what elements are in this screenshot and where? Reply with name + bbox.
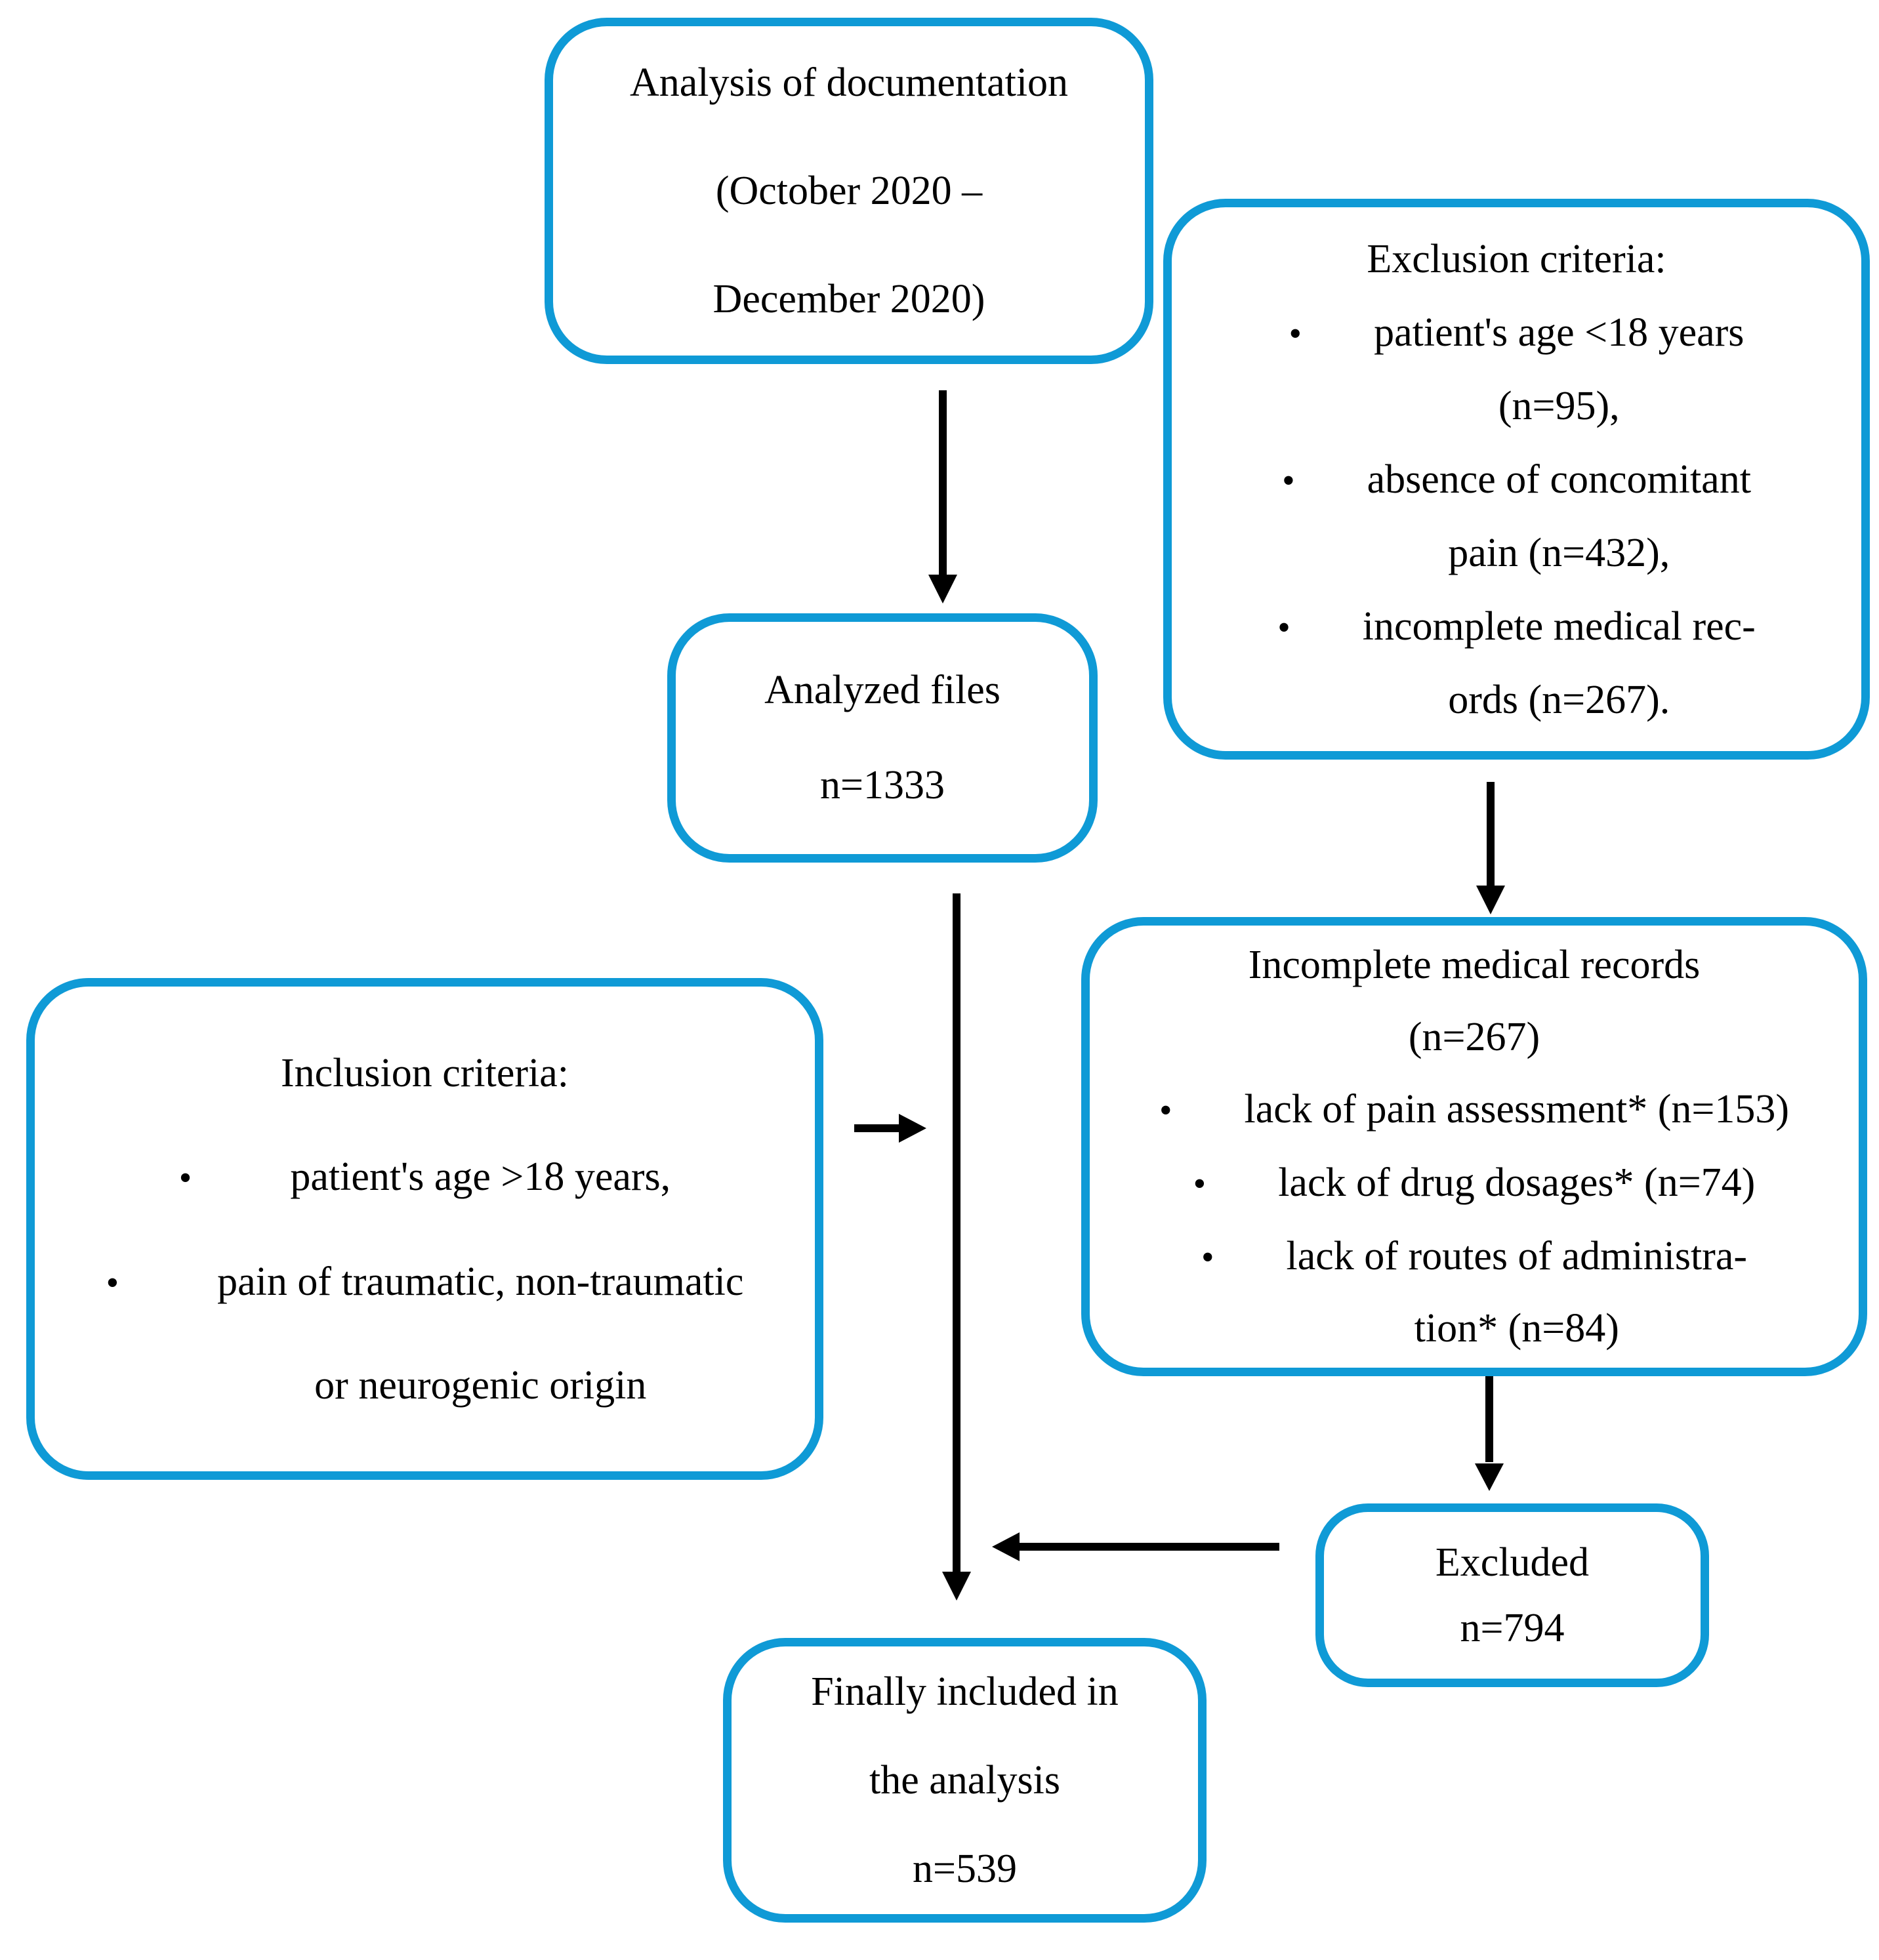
box-final-text: Finally included in the analysis n=539	[811, 1648, 1118, 1913]
box-analyzed-files: Analyzed files n=1333	[667, 613, 1098, 863]
bullet-text: lack of pain assessment* (n=153)	[1245, 1073, 1789, 1145]
text-line: n=1333	[820, 763, 945, 807]
text-line: pain of traumatic, non-traumatic	[217, 1259, 744, 1304]
box-title: Inclusion criteria:	[281, 1050, 569, 1095]
text-line: lack of routes of administra-	[1286, 1234, 1747, 1278]
text-line: Excluded	[1435, 1540, 1590, 1585]
text-line: Analyzed files	[764, 668, 1001, 712]
text-line: pain (n=432),	[1448, 530, 1670, 575]
text-line: patient's age >18 years,	[290, 1154, 671, 1199]
bullet-icon: •	[1159, 1090, 1172, 1131]
bullet-item: • lack of routes of administra-tion* (n=8…	[1159, 1220, 1789, 1364]
box-analysis-text: Analysis of documentation (October 2020 –…	[630, 29, 1068, 354]
box-incomplete-bullet-list: • lack of pain assessment* (n=153) • lack o…	[1159, 1073, 1789, 1364]
text-line: Finally included in	[811, 1669, 1119, 1714]
bullet-text: lack of routes of administra-tion* (n=84…	[1287, 1220, 1747, 1364]
bullet-icon: •	[1201, 1237, 1214, 1278]
box-finally-included: Finally included in the analysis n=539	[723, 1638, 1207, 1923]
arrow-analyzed-to-final	[942, 893, 971, 1601]
box-inclusion-criteria: Inclusion criteria: • patient's age >18 y…	[26, 978, 823, 1480]
arrow-excluded-to-flow	[992, 1532, 1279, 1561]
text-line: absence of concomitant	[1367, 457, 1751, 502]
text-line: the analysis	[869, 1757, 1060, 1803]
box-incomplete-title: Incomplete medical records (n=267)	[1249, 929, 1701, 1073]
arrow-inclusion-to-flow	[854, 1114, 926, 1143]
text-line: n=794	[1460, 1606, 1565, 1650]
text-line: incomplete medical rec-	[1362, 603, 1756, 649]
text-line: lack of pain assessment* (n=153)	[1244, 1087, 1789, 1132]
bullet-text: patient's age >18 years,	[290, 1125, 671, 1229]
bullet-icon: •	[178, 1157, 192, 1198]
text-line: ords (n=267).	[1448, 677, 1670, 722]
text-line: tion* (n=84)	[1414, 1306, 1619, 1351]
text-line: Incomplete medical records	[1248, 943, 1701, 987]
text-line: patient's age <18 years	[1374, 310, 1745, 355]
bullet-icon: •	[1277, 607, 1291, 648]
arrow-exclusion-to-incomplete	[1476, 782, 1505, 914]
box-title: Exclusion criteria:	[1367, 236, 1666, 281]
box-excluded-text: Excluded n=794	[1435, 1530, 1589, 1661]
bullet-text: pain of traumatic, non-traumatic or neuro…	[217, 1230, 743, 1437]
text-line: (n=267)	[1408, 1015, 1540, 1059]
bullet-item: • incomplete medical rec-ords (n=267).	[1277, 590, 1756, 737]
text-line: (n=95),	[1498, 383, 1620, 428]
bullet-item: • patient's age <18 years (n=95),	[1277, 296, 1756, 443]
text-line: lack of drug dosages* (n=74)	[1278, 1160, 1756, 1205]
box-exclusion-bullet-list: • patient's age <18 years (n=95), • absence …	[1277, 296, 1756, 737]
bullet-icon: •	[1289, 313, 1302, 354]
arrow-incomplete-to-excluded	[1475, 1376, 1504, 1491]
arrow-analysis-to-analyzed	[928, 390, 957, 603]
bullet-text: patient's age <18 years (n=95),	[1374, 296, 1744, 443]
text-line: Analysis of documentation	[629, 60, 1069, 105]
bullet-item: • patient's age >18 years,	[106, 1125, 744, 1230]
bullet-item: • pain of traumatic, non-traumatic or neur…	[106, 1230, 744, 1437]
box-inclusion-bullet-list: • patient's age >18 years, • pain of trauma…	[106, 1125, 744, 1437]
box-analyzed-text: Analyzed files n=1333	[764, 643, 1001, 833]
bullet-text: lack of drug dosages* (n=74)	[1278, 1147, 1755, 1219]
bullet-item: • lack of pain assessment* (n=153)	[1159, 1073, 1789, 1147]
box-excluded: Excluded n=794	[1315, 1503, 1709, 1687]
bullet-item: • absence of concomitant pain (n=432),	[1277, 443, 1756, 590]
bullet-text: incomplete medical rec-ords (n=267).	[1363, 590, 1756, 737]
text-line: or neurogenic origin	[314, 1362, 647, 1408]
text-line: December 2020)	[712, 276, 985, 321]
box-incomplete-medical-records: Incomplete medical records (n=267) • lack …	[1081, 917, 1867, 1376]
text-line: n=539	[913, 1846, 1017, 1891]
text-line: (October 2020 –	[715, 168, 983, 213]
bullet-icon: •	[106, 1262, 119, 1303]
box-exclusion-criteria: Exclusion criteria: • patient's age <18 y…	[1163, 199, 1870, 760]
bullet-item: • lack of drug dosages* (n=74)	[1159, 1147, 1789, 1220]
bullet-text: absence of concomitant pain (n=432),	[1367, 443, 1751, 590]
box-analysis-of-documentation: Analysis of documentation (October 2020 –…	[545, 18, 1153, 364]
bullet-icon: •	[1193, 1164, 1207, 1204]
bullet-icon: •	[1282, 460, 1295, 501]
